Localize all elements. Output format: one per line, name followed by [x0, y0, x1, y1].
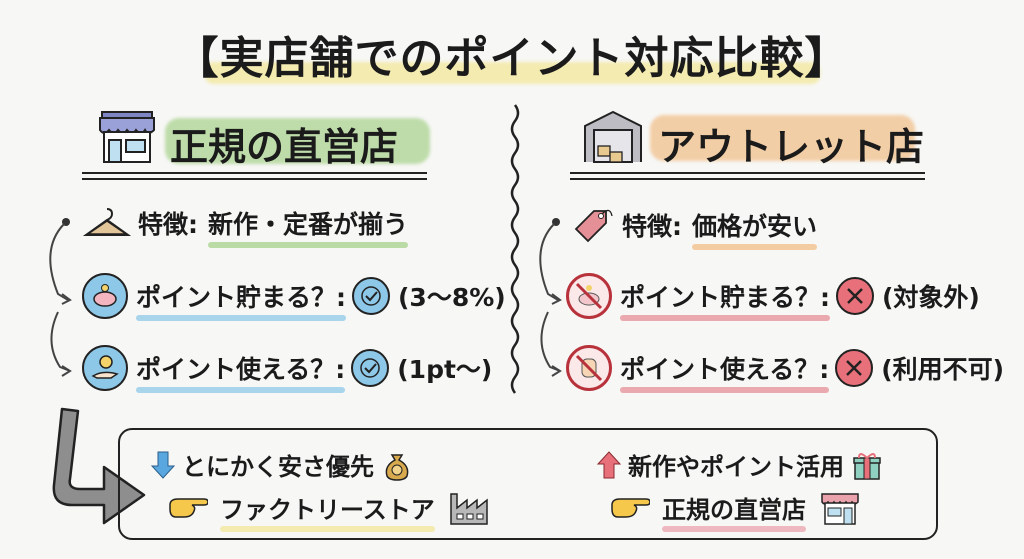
summary-left-result: ファクトリーストア [168, 488, 493, 532]
left-use-note: (1pt〜) [397, 355, 493, 384]
summary-right-condition: 新作やポイント活用 [596, 447, 882, 482]
no-piggy-bank-icon [566, 273, 612, 319]
summary-left-condition: とにかく安さ優先 [150, 447, 412, 482]
left-heading-highlight [165, 118, 430, 164]
left-earn-note: (3〜8%) [398, 283, 506, 312]
summary-right-condition-text: 新作やポイント活用 [628, 453, 844, 481]
left-rule-2 [82, 178, 427, 180]
summary-box [118, 428, 938, 540]
piggy-bank-icon [82, 273, 128, 319]
right-heading-highlight [650, 115, 915, 161]
left-earn-label: ポイント貯まる？: [136, 278, 346, 321]
left-rule-1 [82, 172, 427, 174]
page-title: 【実店舗でのポイント対応比較】 [174, 33, 850, 84]
right-use-label: ポイント使える？: [620, 350, 830, 393]
right-rule-1 [570, 172, 925, 174]
left-feature-value: 新作・定番が揃う [208, 205, 409, 248]
hanger-icon [82, 208, 132, 236]
left-earn-row: ポイント貯まる？: (3〜8%) [82, 273, 506, 321]
summary-left-condition-text: とにかく安さ優先 [182, 453, 374, 481]
up-arrow-icon [596, 450, 622, 478]
no-hand-icon [566, 345, 612, 391]
right-feature-value: 価格が安い [692, 207, 818, 250]
summary-left-result-text: ファクトリーストア [220, 490, 435, 532]
cross-icon [835, 349, 874, 387]
title-highlight [205, 62, 820, 84]
price-tag-icon [574, 209, 613, 243]
right-heading: アウトレット店 [658, 125, 925, 169]
right-feature-label: 特徴: [622, 212, 682, 241]
left-feature-label: 特徴: [138, 210, 198, 239]
right-use-row: ポイント使える？: (利用不可) [566, 345, 1005, 393]
left-heading: 正規の直営店 [170, 125, 399, 169]
right-use-note: (利用不可) [881, 355, 1005, 384]
left-use-row: ポイント使える？: (1pt〜) [82, 345, 493, 393]
right-earn-label: ポイント貯まる？: [620, 278, 830, 321]
big-turn-arrow [52, 407, 146, 525]
right-earn-row: ポイント貯まる？: (対象外) [566, 273, 980, 321]
gift-icon [853, 452, 881, 480]
summary-right-result: 正規の直営店 [610, 488, 860, 532]
cross-icon [836, 277, 874, 315]
warehouse-icon [584, 110, 642, 163]
left-flow-arrows [49, 218, 72, 377]
right-earn-note: (対象外) [882, 283, 980, 312]
factory-icon [450, 493, 488, 525]
right-rule-2 [570, 178, 925, 180]
check-icon [351, 349, 390, 387]
right-flow-arrows [539, 218, 562, 377]
pointing-hand-icon [169, 498, 208, 518]
left-use-label: ポイント使える？: [136, 350, 346, 393]
pointing-hand-icon [611, 498, 650, 518]
check-icon [352, 277, 390, 315]
wavy-divider [510, 104, 520, 394]
money-bag-icon [385, 453, 409, 481]
left-feature-row: 特徴: 新作・定番が揃う [82, 205, 409, 248]
coin-hand-icon [82, 345, 128, 391]
down-arrow-icon [150, 451, 176, 479]
storefront-icon [821, 493, 859, 525]
right-feature-row: 特徴: 価格が安い [572, 205, 818, 250]
storefront-icon [99, 111, 155, 163]
summary-right-result-text: 正規の直営店 [662, 490, 806, 532]
